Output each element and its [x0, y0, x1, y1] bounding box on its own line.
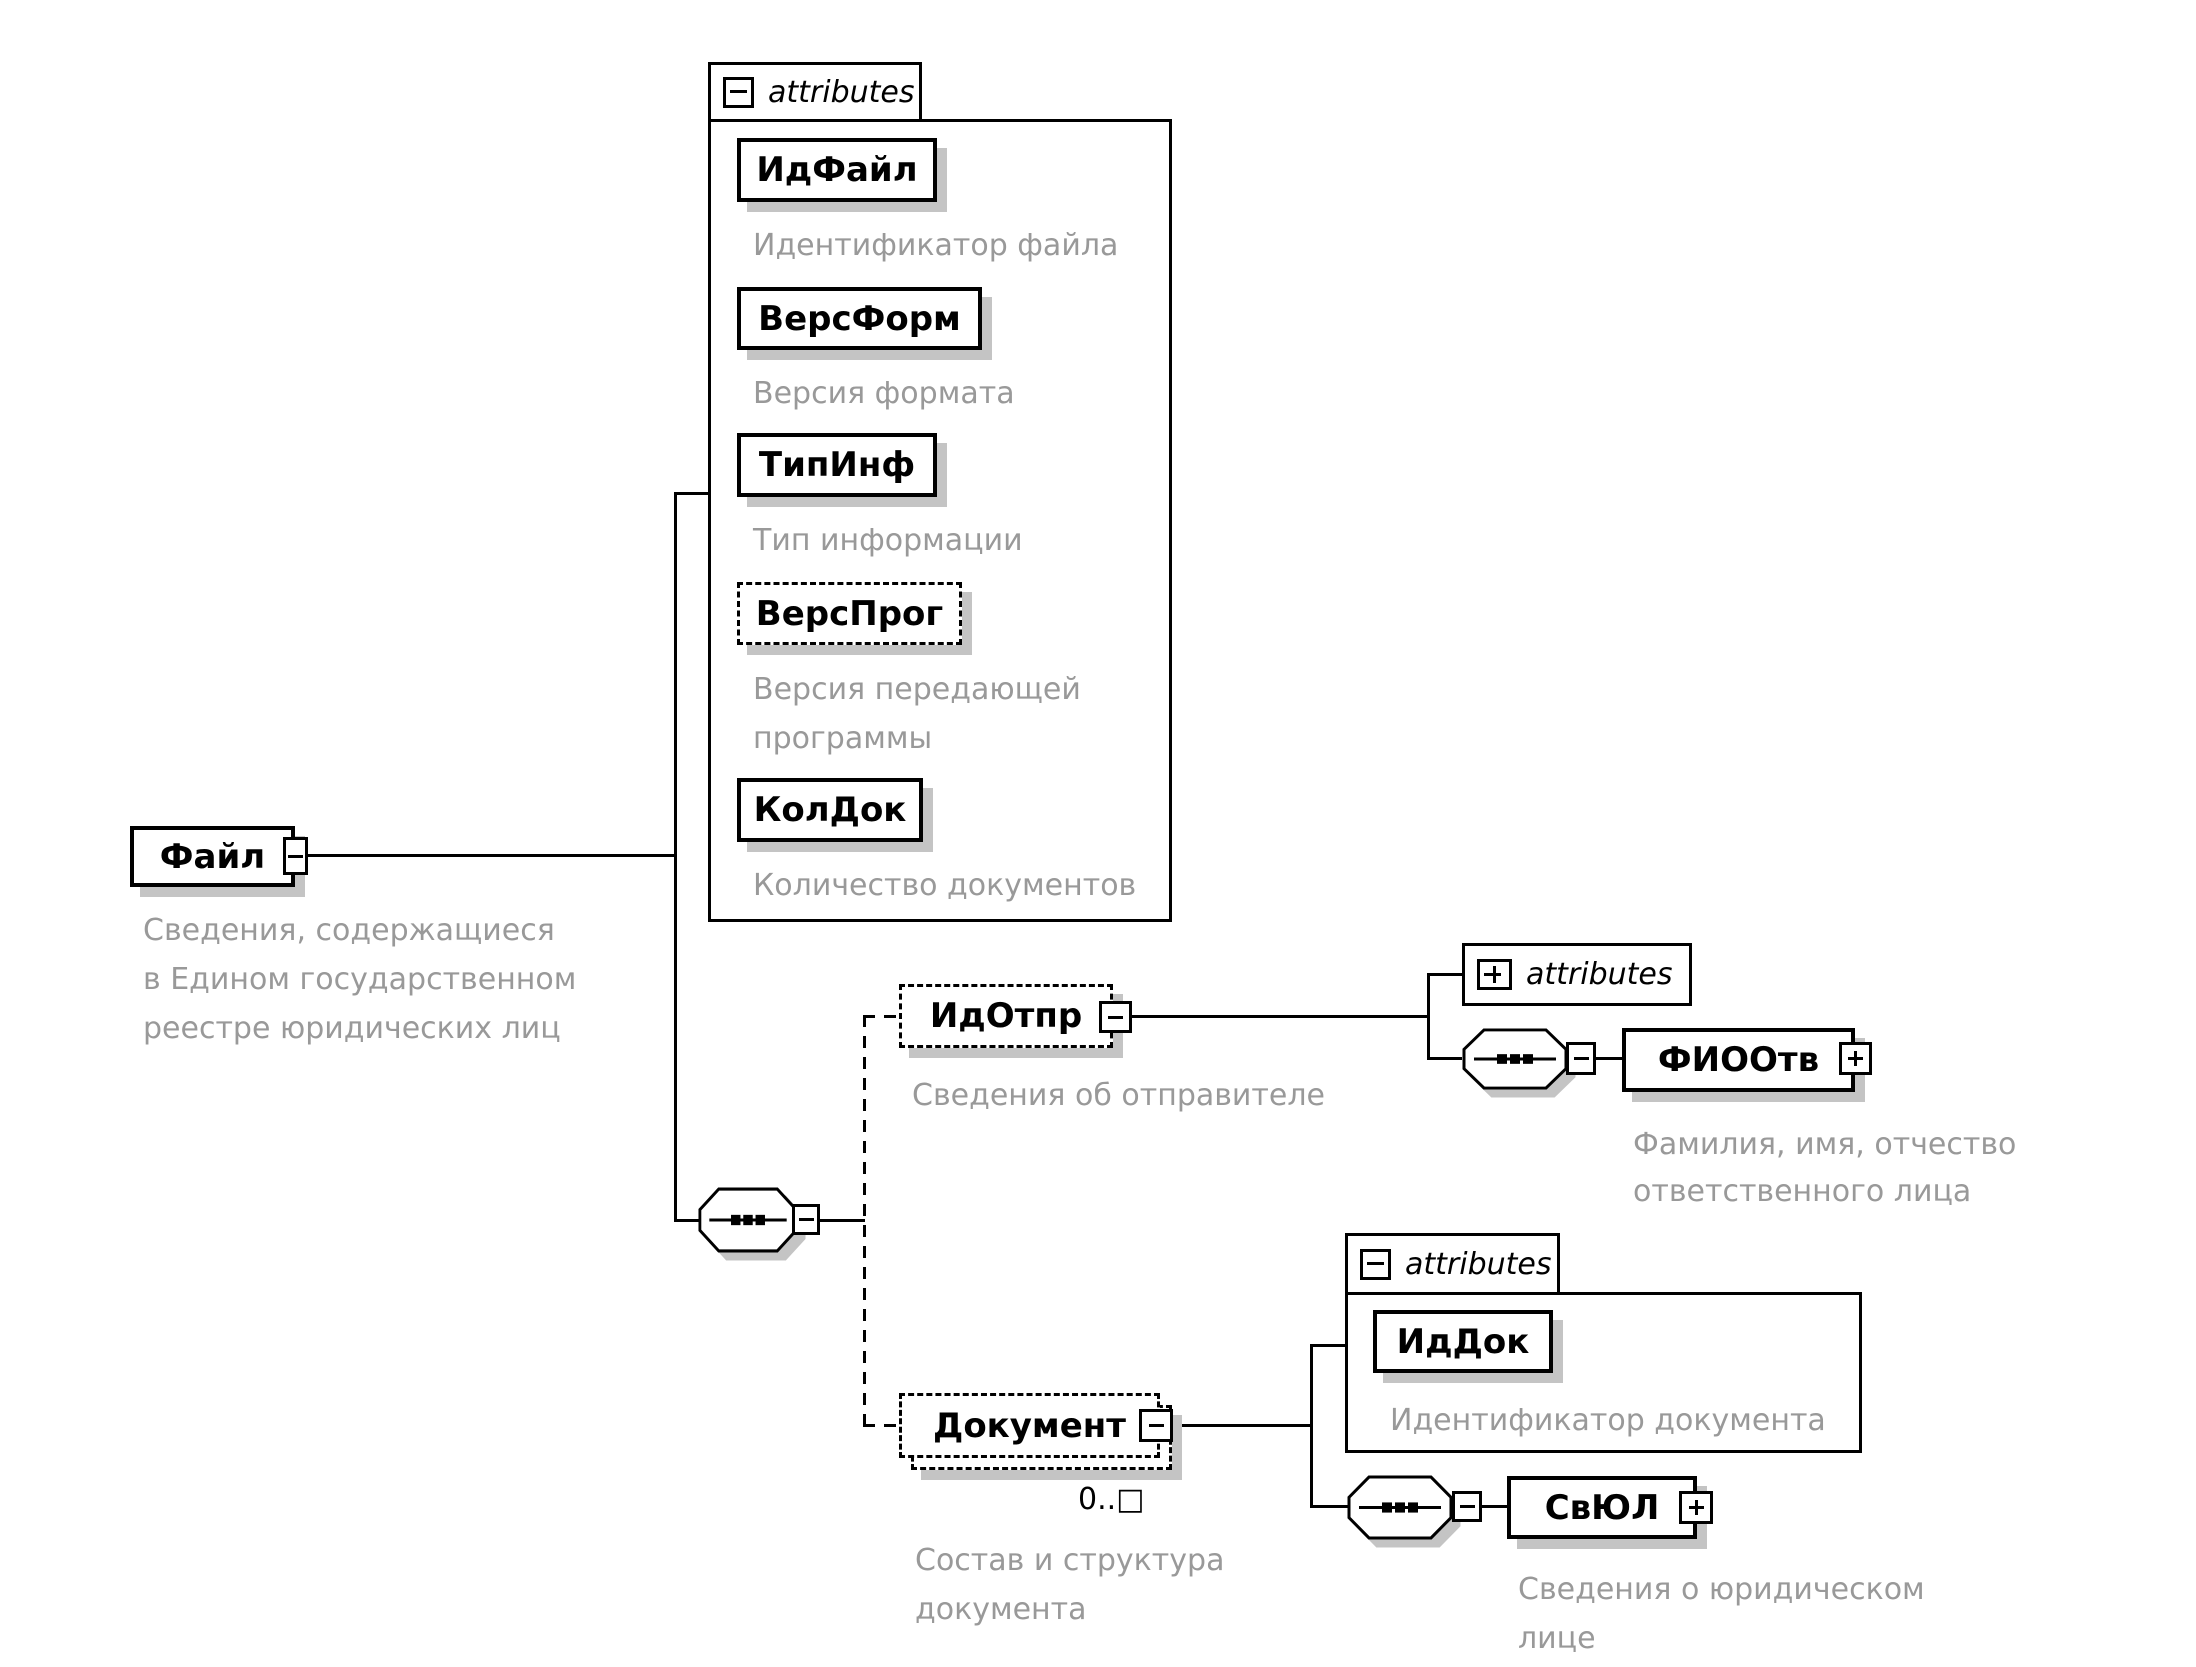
element-fiootv-label: ФИООтв	[1657, 1040, 1820, 1080]
attribute-koldok-box[interactable]: КолДок	[737, 778, 923, 842]
sequence-collapse-handle[interactable]	[792, 1204, 820, 1235]
element-document-box[interactable]: Документ	[899, 1393, 1160, 1458]
attribute-name: ВерсФорм	[758, 298, 961, 339]
minus-icon	[1459, 1505, 1475, 1508]
minus-icon	[1108, 1015, 1123, 1019]
connector-line-dashed	[863, 1015, 866, 1427]
connector-line	[1310, 1344, 1348, 1347]
connector-line	[306, 854, 676, 857]
annotation-text: Идентификатор документа	[1390, 1403, 1826, 1438]
connector-line	[1130, 1015, 1430, 1018]
annotation-text: Количество документов	[753, 868, 1137, 903]
attribute-name: ВерсПрог	[755, 593, 944, 634]
element-idotpr-box[interactable]: ИдОтпр	[899, 984, 1113, 1048]
attribute-name: КолДок	[753, 790, 907, 830]
annotation-text: Сведения, содержащиеся в Едином государс…	[143, 913, 577, 1046]
document-attributes-tab: attributes	[1345, 1233, 1560, 1295]
attribute-idfile-box[interactable]: ИдФайл	[737, 138, 937, 202]
attribute-iddok-box[interactable]: ИдДок	[1373, 1310, 1553, 1373]
connector-line	[1427, 1057, 1462, 1060]
element-svul-box[interactable]: СвЮЛ	[1507, 1476, 1697, 1539]
connector-line	[674, 492, 710, 495]
connector-line	[1427, 973, 1462, 976]
annotation-text: Версия формата	[753, 376, 1015, 411]
annotation-text: Состав и структура документа	[915, 1543, 1225, 1627]
minus-icon	[1148, 1424, 1164, 1427]
element-idotpr-label: ИдОтпр	[929, 996, 1083, 1036]
annotation-text: Тип информации	[753, 523, 1023, 558]
sequence-collapse-handle[interactable]	[1452, 1491, 1482, 1522]
attribute-tipinf-box[interactable]: ТипИнф	[737, 433, 937, 497]
sequence-icon	[1347, 1475, 1453, 1540]
connector-line-dashed	[863, 1015, 901, 1018]
element-idotpr-collapse-handle[interactable]	[1099, 1001, 1132, 1033]
element-svul-label: СвЮЛ	[1544, 1487, 1660, 1528]
attribute-name: ИдДок	[1396, 1321, 1530, 1362]
minus-icon	[1367, 1262, 1384, 1265]
connector-line	[674, 1219, 702, 1222]
element-fiootv-box[interactable]: ФИООтв	[1622, 1028, 1855, 1092]
sequence-icon	[698, 1187, 798, 1253]
annotation-text: Идентификатор файла	[753, 228, 1119, 263]
element-document-collapse-handle[interactable]	[1139, 1409, 1173, 1442]
connector-line	[1427, 973, 1430, 1060]
sequence-compositor[interactable]	[1462, 1028, 1568, 1090]
connector-line-dashed	[863, 1424, 901, 1427]
minus-icon	[288, 854, 303, 858]
attribute-versform-box[interactable]: ВерсФорм	[737, 287, 982, 350]
annotation-text: Сведения о юридическом лице	[1518, 1572, 1925, 1656]
sender-attributes-tab: attributes	[1462, 943, 1692, 1006]
annotation-text: Версия передающей программы	[753, 672, 1081, 756]
cardinality-label: 0..□	[1078, 1482, 1145, 1517]
connector-line	[818, 1219, 865, 1222]
file-attributes-collapse-handle[interactable]	[723, 76, 754, 108]
element-file-collapse-handle[interactable]	[283, 837, 308, 875]
element-fiootv-expand-handle[interactable]	[1839, 1042, 1872, 1075]
attributes-label: attributes	[768, 74, 915, 110]
element-document-label: Документ	[933, 1405, 1126, 1446]
connector-line	[1171, 1424, 1313, 1427]
sequence-compositor[interactable]	[1347, 1475, 1453, 1540]
connector-line	[1310, 1344, 1313, 1508]
element-svul-expand-handle[interactable]	[1679, 1491, 1713, 1524]
file-attributes-container	[708, 119, 1172, 922]
attribute-versprog-box[interactable]: ВерсПрог	[737, 582, 962, 645]
sequence-compositor[interactable]	[698, 1187, 798, 1253]
attribute-name: ИдФайл	[756, 150, 918, 190]
file-attributes-tab: attributes	[708, 62, 922, 122]
minus-icon	[798, 1218, 814, 1221]
connector-line	[1481, 1505, 1509, 1508]
document-attributes-collapse-handle[interactable]	[1360, 1248, 1391, 1280]
attributes-label: attributes	[1526, 957, 1673, 992]
attributes-label: attributes	[1405, 1246, 1552, 1282]
connector-line	[1596, 1057, 1624, 1060]
attribute-name: ТипИнф	[758, 445, 916, 485]
document-attributes-container	[1345, 1292, 1862, 1453]
sequence-icon	[1462, 1028, 1568, 1090]
annotation-text: Фамилия, имя, отчество ответственного ли…	[1633, 1127, 2017, 1209]
connector-line	[674, 492, 677, 1222]
connector-line	[1310, 1505, 1350, 1508]
minus-icon	[730, 90, 747, 93]
element-file-box[interactable]: Файл	[130, 826, 295, 887]
sender-attributes-expand-handle[interactable]	[1477, 959, 1512, 990]
sequence-collapse-handle[interactable]	[1566, 1042, 1596, 1075]
minus-icon	[1573, 1057, 1589, 1060]
annotation-text: Сведения об отправителе	[912, 1078, 1325, 1113]
element-file-label: Файл	[159, 836, 266, 877]
